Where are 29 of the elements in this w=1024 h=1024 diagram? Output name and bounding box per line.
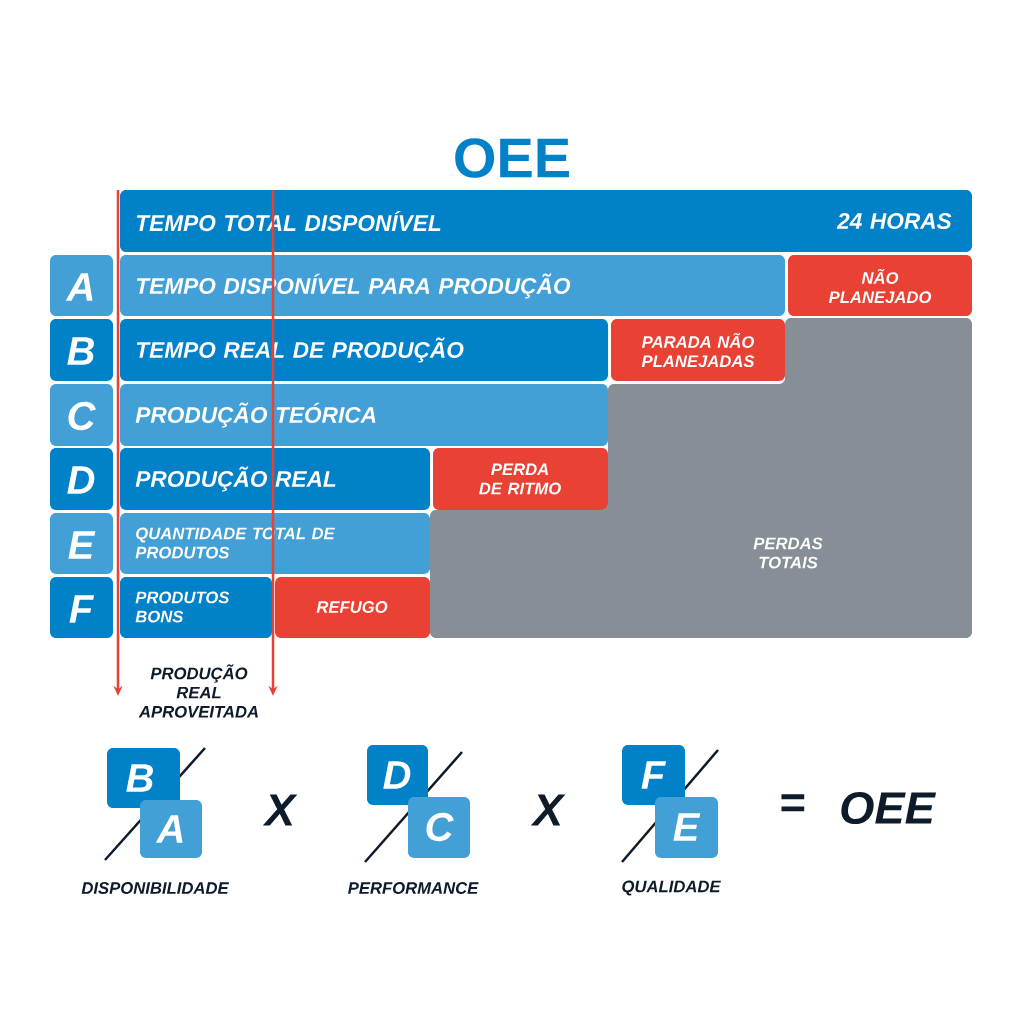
multiply-sign: X <box>262 794 298 826</box>
caption: PERFORMANCE <box>348 882 479 894</box>
equals-sign: = <box>781 794 805 812</box>
result-text: OEE <box>841 791 936 825</box>
bar: PRODUÇÃO TEÓRICA <box>120 384 608 446</box>
letter-tile: C <box>408 797 470 858</box>
letter-tile: A <box>140 800 202 858</box>
letter-tile: F <box>50 577 113 638</box>
title: OEE <box>455 138 569 178</box>
letter-tile: F <box>622 745 685 805</box>
bar: PRODUÇÃO REAL <box>120 448 430 510</box>
letter-tile: A <box>50 255 113 316</box>
multiply-sign: X <box>530 794 566 826</box>
loss-box: PERDA DE RITMO <box>433 448 608 510</box>
letter-tile: B <box>50 319 113 381</box>
callout-text: PRODUÇÃO REAL APROVEITADA <box>138 664 258 718</box>
letter-tile: B <box>107 748 180 808</box>
loss-box: PARADA NÃO PLANEJADAS <box>611 319 785 381</box>
node-label: REFUGO <box>316 601 388 613</box>
loss-box: REFUGO <box>275 577 430 638</box>
letter-tile: E <box>50 513 113 574</box>
letter-tile: E <box>655 797 718 858</box>
letter-tile: C <box>50 384 113 446</box>
caption: DISPONIBILIDADE <box>81 882 229 894</box>
letter-tile: D <box>50 448 113 510</box>
loss-box: NÃO PLANEJADO <box>788 255 972 316</box>
bar: PRODUTOS BONS <box>120 577 272 638</box>
caption: QUALIDADE <box>622 880 721 896</box>
letter-tile: D <box>367 745 428 805</box>
